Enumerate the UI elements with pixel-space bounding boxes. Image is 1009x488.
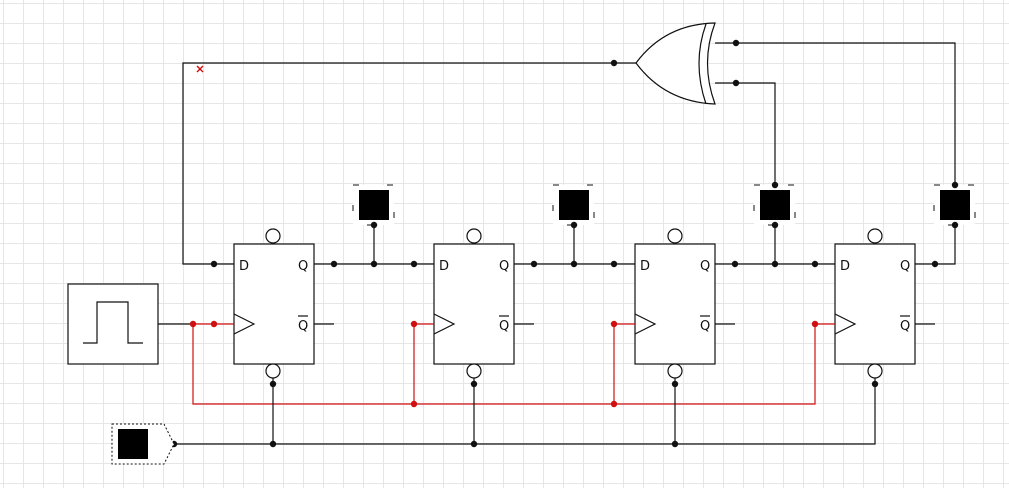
red-x-icon: [196, 65, 204, 73]
clock-wires: [158, 320, 835, 408]
shift-chain-wires: [314, 225, 956, 268]
ff1-d-label: D: [239, 259, 249, 274]
ff3-d-label: D: [640, 259, 650, 274]
flip-flop-2[interactable]: D Q Q: [433, 228, 534, 379]
xor-input-wire-2: [736, 82, 776, 185]
ff2-q-label: Q: [499, 259, 509, 274]
output-lamp-2[interactable]: [552, 184, 595, 229]
output-lamp-3[interactable]: [753, 181, 796, 229]
output-lamp-1[interactable]: [352, 184, 395, 229]
ff3-qbar-label: Q: [700, 319, 710, 334]
pushbutton-icon: [118, 429, 148, 459]
ff2-d-label: D: [439, 259, 449, 274]
feedback-wire: [182, 59, 618, 268]
flip-flop-1[interactable]: D Q Q: [233, 228, 334, 379]
xor-input-wire-1: [736, 42, 956, 185]
flip-flop-4[interactable]: D Q Q: [834, 228, 935, 379]
clock-source[interactable]: [67, 283, 159, 365]
flip-flop-3[interactable]: D Q Q: [634, 228, 735, 379]
ff1-qbar-label: Q: [298, 319, 308, 334]
xor-gate[interactable]: [614, 22, 736, 105]
ff1-q-label: Q: [298, 259, 308, 274]
ff2-qbar-label: Q: [499, 319, 509, 334]
ff4-qbar-label: Q: [900, 319, 910, 334]
ff3-q-label: Q: [700, 259, 710, 274]
reset-bus: [170, 378, 879, 448]
output-lamp-4[interactable]: [933, 181, 976, 229]
ff4-q-label: Q: [900, 259, 910, 274]
reset-button[interactable]: [111, 423, 175, 465]
ff4-d-label: D: [840, 259, 850, 274]
pulse-waveform-icon: [83, 301, 143, 344]
